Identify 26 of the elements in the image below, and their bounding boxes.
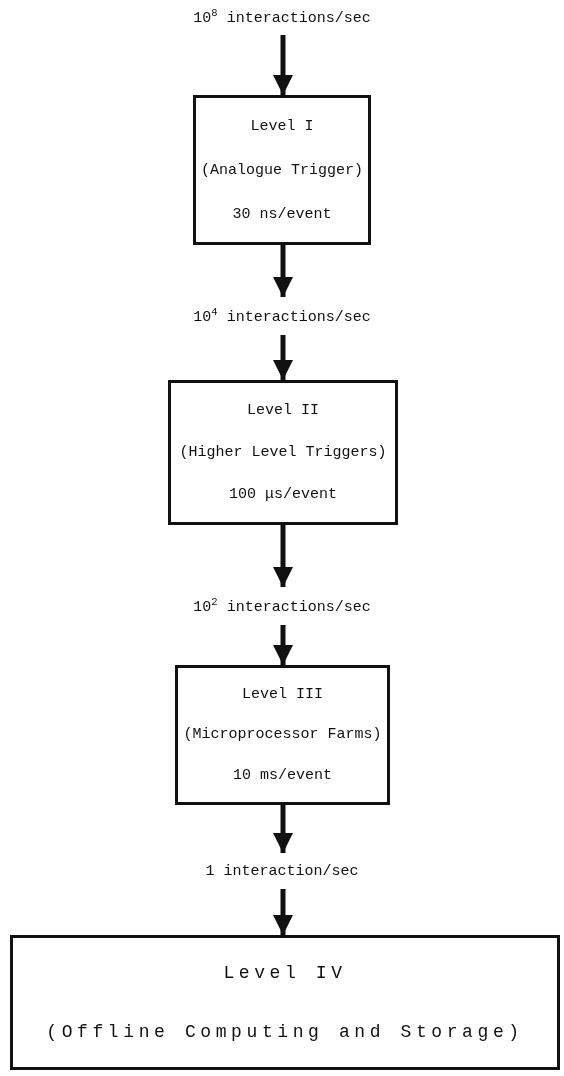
level-title: Level I — [250, 117, 314, 135]
level-text: 100 μs/event — [229, 486, 337, 504]
process-box — [10, 935, 560, 1070]
arrow — [273, 805, 293, 853]
level-text: (Microprocessor Farms) — [183, 726, 382, 744]
rate-label: 10$^{4}$ interactions/sec — [193, 306, 371, 326]
level-text: (Analogue Trigger) — [201, 161, 363, 179]
arrow — [273, 625, 293, 665]
arrow — [273, 525, 293, 587]
level-text: (Offline Computing and Storage) — [46, 1021, 524, 1042]
rate-label: 1 interaction/sec — [205, 862, 359, 880]
arrow — [273, 245, 293, 297]
level-text: 30 ns/event — [232, 205, 332, 223]
arrow — [273, 889, 293, 935]
level-text: (Higher Level Triggers) — [179, 444, 387, 461]
level-title: Level III — [242, 685, 323, 703]
level-text: 10 ms/event — [233, 767, 332, 785]
rate-label: 10$^{2}$ interactions/sec — [193, 596, 371, 616]
process-box — [175, 665, 390, 805]
process-box — [168, 380, 398, 525]
rate-label: 10$^{8}$ interactions/sec — [193, 7, 371, 27]
level-title: Level II — [247, 401, 319, 419]
arrow — [273, 335, 293, 380]
arrow — [273, 35, 293, 95]
level-title: Level IV — [223, 963, 347, 984]
process-box — [193, 95, 371, 245]
